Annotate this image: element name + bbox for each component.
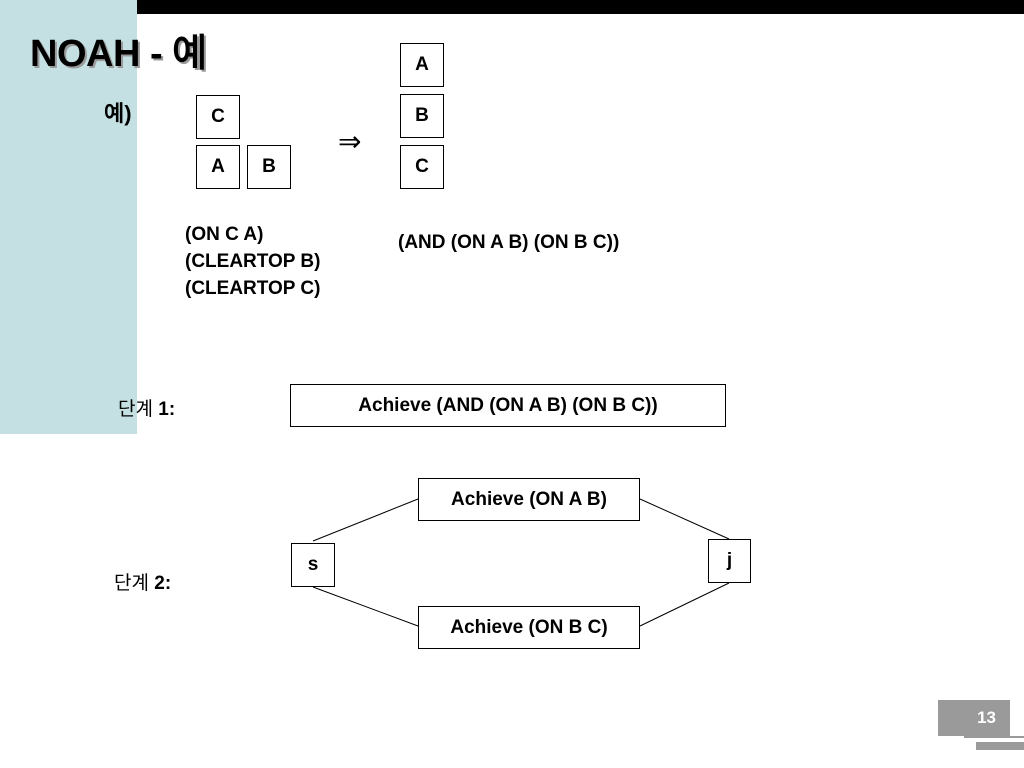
page-number-accent-bar bbox=[976, 742, 1024, 750]
stage2-label-number: 2: bbox=[154, 573, 172, 594]
stage1-label-prefix: 단계 bbox=[118, 399, 159, 420]
stage1-label: 단계 1: bbox=[118, 394, 175, 421]
stage2-lower-node: Achieve (ON B C) bbox=[418, 606, 640, 649]
transition-arrow: ⇒ bbox=[338, 126, 362, 157]
stage1-label-number: 1: bbox=[158, 399, 176, 420]
initial-condition-2: (CLEARTOP B) bbox=[185, 251, 321, 272]
connector-lower-j bbox=[639, 582, 730, 627]
stage2-label-prefix: 단계 bbox=[114, 573, 155, 594]
initial-block-bottom-left: A bbox=[196, 145, 240, 189]
goal-condition: (AND (ON A B) (ON B C)) bbox=[398, 232, 620, 253]
stage2-upper-node: Achieve (ON A B) bbox=[418, 478, 640, 521]
goal-block-3: C bbox=[400, 145, 444, 189]
initial-block-top: C bbox=[196, 95, 240, 139]
stage2-join-node: j bbox=[708, 539, 751, 583]
stage2-label: 단계 2: bbox=[114, 568, 171, 595]
side-panel bbox=[0, 0, 137, 434]
slide-title: NOAH - 예 bbox=[30, 33, 207, 75]
goal-block-1: A bbox=[400, 43, 444, 87]
initial-block-bottom-right: B bbox=[247, 145, 291, 189]
goal-block-2: B bbox=[400, 94, 444, 138]
stage2-start-node: s bbox=[291, 543, 335, 587]
connector-s-lower bbox=[312, 586, 419, 627]
example-label: 예) bbox=[104, 101, 132, 126]
initial-condition-3: (CLEARTOP C) bbox=[185, 278, 321, 299]
page-number: 13 bbox=[938, 700, 1010, 736]
connector-s-upper bbox=[312, 498, 419, 542]
initial-condition-1: (ON C A) bbox=[185, 224, 264, 245]
top-bar bbox=[36, 0, 1024, 14]
stage1-node: Achieve (AND (ON A B) (ON B C)) bbox=[290, 384, 726, 427]
connector-upper-j bbox=[639, 498, 730, 540]
